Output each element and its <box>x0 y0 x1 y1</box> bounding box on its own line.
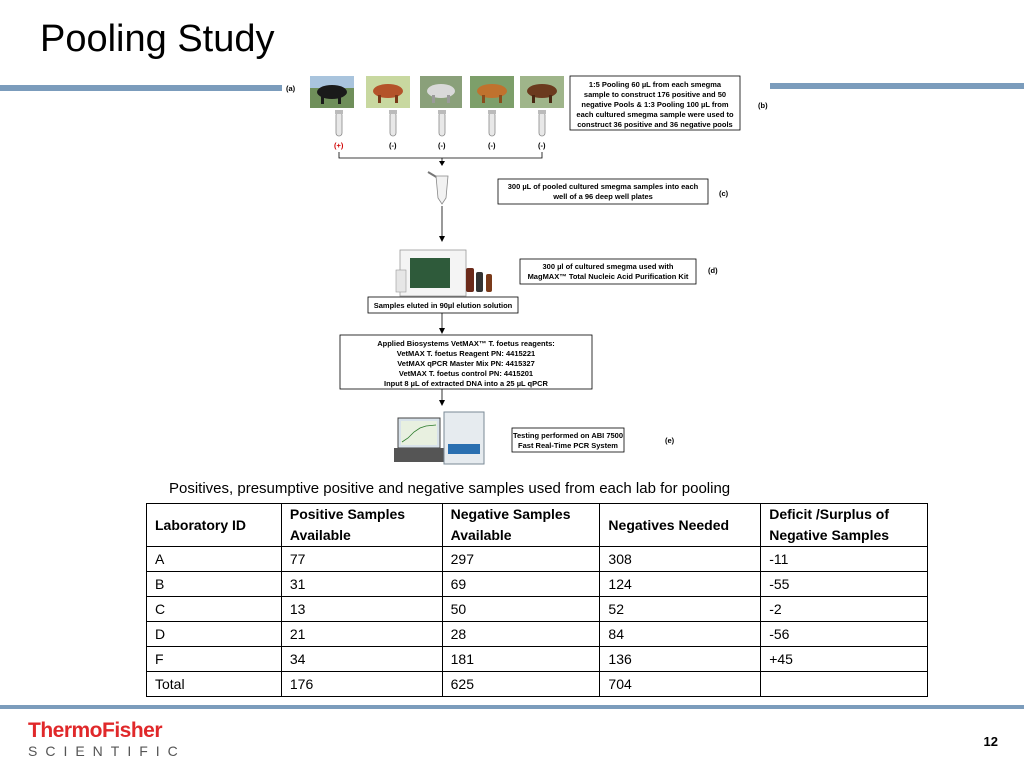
table-caption: Positives, presumptive positive and nega… <box>169 480 730 497</box>
arrow-down-icon <box>439 161 445 166</box>
cattle-photo-4 <box>470 76 514 108</box>
cell: Total <box>147 672 282 697</box>
logo-wordmark: ThermoFisher <box>28 720 186 742</box>
header-band-right <box>770 83 1024 89</box>
cell: 31 <box>281 572 442 597</box>
pooling-table: Laboratory ID Positive Samples Available… <box>146 503 928 697</box>
cell: F <box>147 647 282 672</box>
cell: D <box>147 622 282 647</box>
header-band-left <box>0 85 282 91</box>
cell: B <box>147 572 282 597</box>
cell: 704 <box>600 672 761 697</box>
cell: 84 <box>600 622 761 647</box>
tube-label-3: (-) <box>438 141 446 150</box>
svg-text:construct 36 positive and 36 n: construct 36 positive and 36 negative po… <box>577 120 732 129</box>
table-row: C 13 50 52 -2 <box>147 597 928 622</box>
cell: 308 <box>600 547 761 572</box>
pool-bracket <box>339 152 542 158</box>
svg-text:MagMAX™ Total Nucleic Acid Pur: MagMAX™ Total Nucleic Acid Purification … <box>528 272 689 281</box>
svg-text:well of a 96 deep well plates: well of a 96 deep well plates <box>552 192 653 201</box>
header-laboratory-id: Laboratory ID <box>147 504 282 547</box>
cell: 21 <box>281 622 442 647</box>
footer-band <box>0 705 1024 709</box>
cell: -11 <box>761 547 928 572</box>
sample-tube-5 <box>538 110 546 136</box>
table-row: B 31 69 124 -55 <box>147 572 928 597</box>
pipette-tube-icon <box>428 172 448 204</box>
cell: -56 <box>761 622 928 647</box>
svg-text:negative Pools & 1:3 Pooling 1: negative Pools & 1:3 Pooling 100 µL from <box>581 100 728 109</box>
svg-text:VetMAX qPCR Master Mix PN: 441: VetMAX qPCR Master Mix PN: 4415327 <box>397 359 535 368</box>
cell: -55 <box>761 572 928 597</box>
sample-tube-3 <box>438 110 446 136</box>
label-c: (c) <box>719 189 729 198</box>
label-d: (d) <box>708 266 718 275</box>
table-row: A 77 297 308 -11 <box>147 547 928 572</box>
svg-text:Testing performed on ABI 7500: Testing performed on ABI 7500 <box>513 431 623 440</box>
thermofisher-logo: ThermoFisher SCIENTIFIC <box>28 720 186 760</box>
cell: 181 <box>442 647 600 672</box>
label-b: (b) <box>758 101 768 110</box>
workflow-diagram: (a) (+) (-) (-) (-) (-) 1:5 Poo <box>280 72 770 470</box>
cell: 34 <box>281 647 442 672</box>
slide-title: Pooling Study <box>40 18 275 61</box>
cattle-photo-2 <box>366 76 410 108</box>
svg-text:VetMAX T. foetus control PN: 4: VetMAX T. foetus control PN: 4415201 <box>399 369 533 378</box>
cell: 77 <box>281 547 442 572</box>
cell: 52 <box>600 597 761 622</box>
svg-text:300 µl of cultured smegma used: 300 µl of cultured smegma used with <box>542 262 673 271</box>
tube-label-2: (-) <box>389 141 397 150</box>
cell: 625 <box>442 672 600 697</box>
table-row: F 34 181 136 +45 <box>147 647 928 672</box>
tube-label-4: (-) <box>488 141 496 150</box>
sample-tube-1 <box>335 110 343 136</box>
page-number: 12 <box>984 734 998 749</box>
label-a: (a) <box>286 84 296 93</box>
svg-text:300 µL of pooled cultured smeg: 300 µL of pooled cultured smegma samples… <box>508 182 699 191</box>
cattle-photo-1 <box>310 76 354 108</box>
header-negatives-needed: Negatives Needed <box>600 504 761 547</box>
cell: 69 <box>442 572 600 597</box>
cattle-photo-5 <box>520 76 564 108</box>
svg-text:VetMAX T. foetus Reagent PN: 4: VetMAX T. foetus Reagent PN: 4415221 <box>397 349 535 358</box>
table-row-total: Total 176 625 704 <box>147 672 928 697</box>
cattle-photo-3 <box>420 76 462 108</box>
cell <box>761 672 928 697</box>
cell: 13 <box>281 597 442 622</box>
tube-label-1: (+) <box>334 141 344 150</box>
cell: 28 <box>442 622 600 647</box>
sample-tube-2 <box>389 110 397 136</box>
workflow-figure: (a) (+) (-) (-) (-) (-) 1:5 Poo <box>280 72 770 470</box>
svg-text:Samples eluted in 90µl elution: Samples eluted in 90µl elution solution <box>374 301 513 310</box>
pcr-system-image <box>394 412 484 464</box>
svg-text:Input 8 µL of extracted DNA in: Input 8 µL of extracted DNA into a 25 µL… <box>384 379 549 388</box>
table-row: D 21 28 84 -56 <box>147 622 928 647</box>
svg-text:Applied Biosystems VetMAX™ T.: Applied Biosystems VetMAX™ T. foetus rea… <box>377 339 555 348</box>
cell: 297 <box>442 547 600 572</box>
svg-text:each cultured smegma sample we: each cultured smegma sample were used to <box>576 110 734 119</box>
cell: C <box>147 597 282 622</box>
header-negative-samples: Negative Samples Available <box>442 504 600 547</box>
table-header-row: Laboratory ID Positive Samples Available… <box>147 504 928 547</box>
cell: +45 <box>761 647 928 672</box>
logo-subtext: SCIENTIFIC <box>28 742 186 760</box>
sample-tube-4 <box>488 110 496 136</box>
cell: 50 <box>442 597 600 622</box>
magmax-kit-image <box>396 250 492 296</box>
cell: A <box>147 547 282 572</box>
svg-text:Fast Real-Time PCR System: Fast Real-Time PCR System <box>518 441 618 450</box>
header-positive-samples: Positive Samples Available <box>281 504 442 547</box>
tube-label-5: (-) <box>538 141 546 150</box>
cell: 176 <box>281 672 442 697</box>
header-deficit-surplus: Deficit /Surplus of Negative Samples <box>761 504 928 547</box>
cell: -2 <box>761 597 928 622</box>
svg-text:sample to construct 176 positi: sample to construct 176 positive and 50 <box>584 90 726 99</box>
svg-text:1:5 Pooling 60 µL from each sm: 1:5 Pooling 60 µL from each smegma <box>589 80 722 89</box>
cell: 124 <box>600 572 761 597</box>
cell: 136 <box>600 647 761 672</box>
label-e: (e) <box>665 436 675 445</box>
